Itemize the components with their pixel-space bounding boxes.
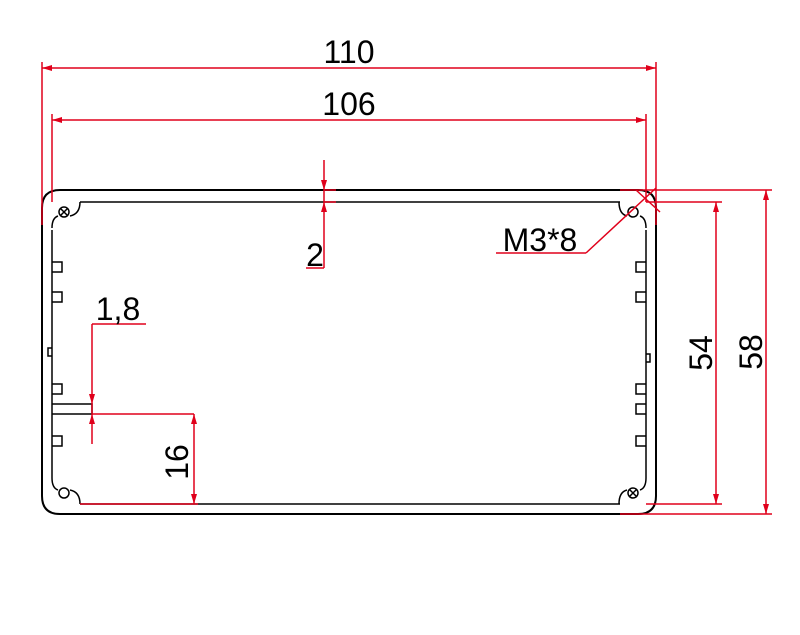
dim-screw-leader bbox=[496, 187, 661, 254]
dim-slot-depth bbox=[89, 323, 146, 444]
label-overall-width: 110 bbox=[323, 34, 374, 70]
label-wall-thickness: 2 bbox=[306, 237, 324, 273]
label-slot-height: 16 bbox=[159, 444, 195, 480]
label-overall-height: 58 bbox=[733, 334, 769, 370]
label-inner-height: 54 bbox=[683, 335, 719, 371]
slot-rails-right bbox=[635, 261, 651, 447]
slot-rails-left bbox=[47, 261, 93, 447]
dim-slot-height bbox=[80, 413, 198, 505]
dimension-labels: 110 106 2 1,8 16 54 58 M3*8 bbox=[96, 34, 769, 480]
screw-boss-bottom-left bbox=[51, 477, 81, 505]
dim-inner-height bbox=[646, 201, 722, 505]
dim-overall-height bbox=[620, 189, 772, 515]
dim-overall-width bbox=[41, 62, 657, 225]
screw-boss-top-right bbox=[618, 201, 647, 229]
dim-inner-width bbox=[51, 114, 647, 202]
label-slot-depth: 1,8 bbox=[96, 291, 140, 327]
dim-wall-thickness bbox=[306, 160, 336, 269]
screw-boss-top-left bbox=[51, 201, 81, 229]
label-inner-width: 106 bbox=[322, 86, 375, 122]
dimension-lines bbox=[41, 62, 772, 515]
label-screw-hole: M3*8 bbox=[503, 222, 578, 258]
screw-boss-bottom-right bbox=[618, 477, 647, 505]
